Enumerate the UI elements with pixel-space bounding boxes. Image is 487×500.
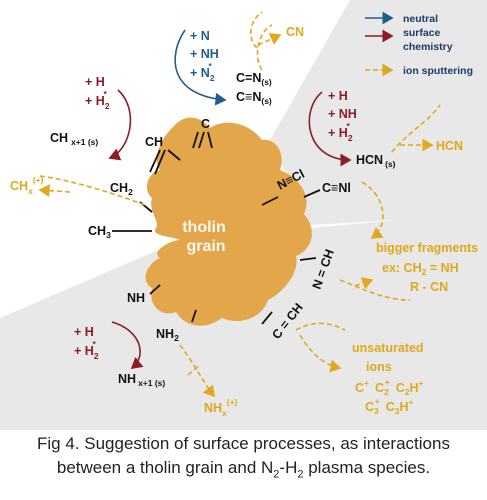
- left-plus-h: + H: [85, 75, 105, 89]
- arrow-chx-sputter-1: [39, 175, 146, 206]
- group-ch3: CH3: [88, 224, 111, 240]
- right-plus-h2: + H2*: [328, 121, 353, 143]
- bottom-plus-h: + H: [74, 325, 94, 339]
- bg-panel-right: [270, 0, 487, 225]
- arrow-hcn-sputter-1: [391, 104, 441, 153]
- legend-label-sputter: ion sputtering: [403, 65, 473, 77]
- top-cn: CN: [286, 25, 304, 39]
- unsat-line1: unsaturated: [352, 341, 424, 355]
- tholin-grain: [145, 117, 312, 326]
- caption-line-1: Fig 4. Suggestion of surface processes, …: [37, 434, 450, 453]
- arrow-nhx-sputter-2: [187, 364, 201, 376]
- arrow-chx-sputter-2: [38, 184, 71, 198]
- group-cnl: C≡Nl: [322, 181, 351, 195]
- right-plus-h: + H: [328, 89, 348, 103]
- group-nh2: NH2: [156, 327, 179, 343]
- group-c: C: [201, 117, 210, 131]
- nhx-ion: NHx(+): [204, 397, 238, 418]
- arrow-bottom-surface: [111, 321, 144, 370]
- hcn-gas: HCN: [436, 139, 463, 153]
- product-c-triple-n: C≡N(s): [236, 90, 272, 106]
- chx-ion: CHx(+): [10, 175, 44, 196]
- figure-caption: Fig 4. Suggestion of surface processes, …: [0, 432, 487, 486]
- arrow-right-surface: [308, 91, 352, 167]
- bottom-plus-h2: + H2*: [74, 339, 99, 361]
- bigger-line2: ex: CH2 = NH: [382, 261, 459, 277]
- arrow-nhx-sputter: [179, 344, 216, 398]
- grain-label-2: grain: [186, 238, 225, 255]
- bigger-line3: R - CN: [410, 280, 448, 294]
- group-ch: CH: [145, 135, 163, 149]
- product-c-double-n: C=N(s): [236, 71, 272, 87]
- legend-label-surface: surface: [403, 27, 441, 39]
- hcn-surface: HCN(s): [356, 153, 396, 169]
- left-plus-h2: + H2*: [85, 89, 110, 111]
- top-plus-n2: + N2*: [190, 61, 215, 83]
- caption-line-2: between a tholin grain and N2-H2 plasma …: [56, 458, 431, 481]
- bg-panel-bottom: [0, 212, 487, 430]
- arrow-neutral-top: [174, 29, 227, 106]
- bigger-line1: bigger fragments: [376, 241, 478, 255]
- right-plus-nh: + NH: [328, 107, 357, 121]
- arrow-top-sputter-2: [257, 33, 282, 46]
- arrow-bigger-3: [354, 277, 374, 290]
- group-nh: NH: [127, 291, 145, 305]
- legend-label-chemistry: chemistry: [403, 41, 453, 53]
- arrow-bigger-2: [339, 279, 411, 301]
- unsat-ions-row1: C+C2+C2H+: [355, 377, 424, 397]
- arrow-top-sputter-1: [250, 11, 273, 71]
- diagram-canvas: tholin grain neutral surface chemistry i…: [0, 0, 487, 430]
- legend: neutral surface chemistry ion sputtering: [365, 11, 473, 77]
- top-plus-n: + N: [190, 29, 210, 43]
- group-ch2: CH2: [110, 181, 133, 197]
- arrow-left-surface: [108, 89, 132, 161]
- unsat-ions-row2: C3+C3H+: [365, 396, 414, 416]
- arrow-unsat-1: [299, 334, 342, 373]
- unsat-line2: ions: [366, 360, 392, 374]
- arrow-bigger-1: [361, 181, 384, 239]
- top-plus-nh: + NH: [190, 47, 219, 61]
- grain-label-1: tholin: [182, 219, 226, 236]
- legend-label-neutral: neutral: [403, 13, 438, 25]
